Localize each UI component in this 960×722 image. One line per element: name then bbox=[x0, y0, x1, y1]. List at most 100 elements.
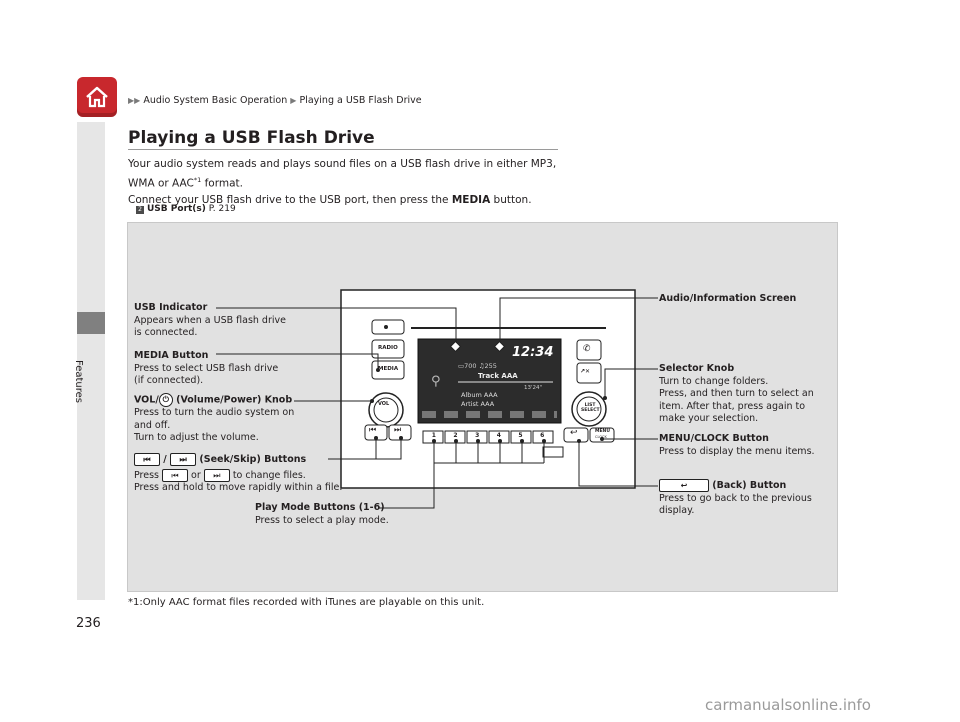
intro-line-1: Your audio system reads and plays sound … bbox=[128, 158, 557, 170]
selector-knob-desc-3: item. After that, press again to bbox=[659, 400, 806, 412]
audio-screen-label: Audio/Information Screen bbox=[659, 293, 796, 306]
preset-buttons-shape bbox=[422, 430, 554, 444]
back-button-desc-2: display. bbox=[659, 505, 695, 516]
media-button-desc-1: Press to select USB flash drive bbox=[134, 362, 279, 374]
menu-clock-desc: Press to display the menu items. bbox=[659, 445, 815, 457]
vol-knob-title-b: (Volume/Power) Knob bbox=[172, 394, 293, 406]
chapter-tab-marker bbox=[77, 312, 105, 334]
media-button-label: MEDIA Button Press to select USB flash d… bbox=[134, 350, 278, 388]
selector-knob-desc-4: make your selection. bbox=[659, 413, 759, 424]
talk-icon[interactable]: ↗✕ bbox=[580, 368, 591, 375]
talk-button-shape bbox=[576, 362, 602, 384]
back-button-title: (Back) Button bbox=[709, 480, 787, 491]
media-button-shape bbox=[371, 360, 405, 380]
back-button-label: ↩ (Back) Button Press to go back to the … bbox=[659, 479, 812, 518]
screen-track: Track AAA bbox=[478, 372, 518, 380]
vol-knob-label: VOL/⏻ (Volume/Power) Knob Press to turn … bbox=[134, 393, 294, 445]
back-icon[interactable]: ↩ bbox=[570, 428, 578, 438]
media-button-desc-2: (if connected). bbox=[134, 375, 204, 386]
back-button-desc-1: Press to go back to the previous bbox=[659, 492, 812, 504]
intro-line-2-text: WMA or AAC bbox=[128, 177, 194, 190]
preset-button-5[interactable]: 5 bbox=[518, 432, 523, 439]
seek-skip-desc-1a: Press bbox=[134, 469, 163, 481]
menu-button[interactable]: MENU bbox=[595, 429, 610, 434]
selector-knob-label: Selector Knob Turn to change folders. Pr… bbox=[659, 363, 814, 426]
media-button-title: MEDIA Button bbox=[134, 350, 209, 361]
usb-indicator-desc-1: Appears when a USB flash drive bbox=[134, 314, 286, 326]
usb-screen-icon: ⚲ bbox=[431, 374, 441, 389]
media-button[interactable]: MEDIA bbox=[378, 366, 399, 372]
breadcrumb-page: Playing a USB Flash Drive bbox=[299, 95, 422, 106]
selector-knob-inner bbox=[576, 396, 602, 422]
home-icon[interactable] bbox=[77, 77, 117, 117]
power-icon: ⏻ bbox=[158, 393, 173, 407]
screen-clock: 12:34 bbox=[512, 345, 554, 360]
preset-button-2[interactable]: 2 bbox=[453, 432, 458, 439]
reference-page: P. 219 bbox=[205, 204, 236, 214]
watermark: carmanualsonline.info bbox=[705, 696, 871, 714]
play-mode-desc: Press to select a play mode. bbox=[255, 514, 389, 526]
screen-soft-keys bbox=[422, 411, 557, 418]
preset-button-6[interactable]: 6 bbox=[540, 432, 545, 439]
play-mode-label: Play Mode Buttons (1-6) Press to select … bbox=[255, 502, 389, 527]
intro-line-2: WMA or AAC*1 format. bbox=[128, 172, 568, 192]
media-keyword: MEDIA bbox=[451, 193, 491, 206]
audio-unit-illustration bbox=[216, 289, 658, 509]
back-button-shape bbox=[563, 427, 589, 443]
seek-skip-desc-2: Press and hold to move rapidly within a … bbox=[134, 482, 343, 493]
seek-forward-inline-icon: ⏭ bbox=[203, 468, 230, 482]
leader-dots bbox=[370, 368, 607, 443]
vol-knob-desc-1: Press to turn the audio system on bbox=[134, 407, 295, 418]
seek-skip-label: ⏮ / ⏭ (Seek/Skip) Buttons Press ⏮ or ⏭ t… bbox=[134, 453, 342, 495]
intro-line-3-end: button. bbox=[490, 193, 532, 206]
preset-button-4[interactable]: 4 bbox=[496, 432, 501, 439]
phone-icon[interactable]: ✆ bbox=[583, 344, 591, 354]
intro-text: Your audio system reads and plays sound … bbox=[128, 156, 568, 208]
seek-back-mini-icon: ⏮ bbox=[134, 453, 160, 466]
vol-knob[interactable]: VOL bbox=[378, 401, 390, 407]
reference-label: USB Port(s) bbox=[147, 204, 206, 214]
clock-label: CLOCK bbox=[595, 435, 607, 439]
usb-indicator-title: USB Indicator bbox=[134, 302, 208, 313]
screen-track-number: 255 bbox=[484, 362, 497, 370]
audio-unit-figure: RADIO MEDIA VOL ⏮ ⏭ LIST SELECT MENU CLO… bbox=[127, 222, 838, 592]
intro-line-3-text: Connect your USB flash drive to the USB … bbox=[128, 193, 452, 206]
page-title: Playing a USB Flash Drive bbox=[128, 128, 375, 148]
seek-fwd-shape bbox=[388, 424, 412, 441]
page-number: 236 bbox=[76, 616, 101, 631]
footnote-marker: *1 bbox=[193, 176, 202, 184]
title-divider bbox=[128, 149, 558, 150]
screen-artist: Artist AAA bbox=[461, 400, 495, 408]
faceplate-top-line bbox=[411, 327, 606, 329]
vol-knob-title-a: VOL/ bbox=[134, 394, 159, 406]
seek-forward-icon[interactable]: ⏭ bbox=[394, 425, 402, 434]
vol-knob-desc-2: and off. bbox=[134, 419, 171, 431]
radio-button-shape bbox=[371, 339, 405, 359]
vol-knob-inner bbox=[373, 397, 399, 423]
selector-knob-desc-1: Turn to change folders. bbox=[659, 375, 769, 387]
preset-button-row: 1 2 3 4 5 6 bbox=[423, 432, 553, 439]
footnote: *1:Only AAC format files recorded with i… bbox=[128, 597, 485, 608]
selector-knob[interactable]: LIST SELECT bbox=[581, 403, 600, 413]
menu-clock-label: MENU/CLOCK Button Press to display the m… bbox=[659, 433, 815, 458]
menu-clock-title: MENU/CLOCK Button bbox=[659, 433, 769, 444]
sound-button-dot bbox=[384, 325, 388, 329]
seek-skip-title: (Seek/Skip) Buttons bbox=[196, 454, 307, 465]
play-mode-title: Play Mode Buttons (1-6) bbox=[255, 502, 385, 513]
leader-lines bbox=[216, 297, 658, 509]
preset-button-3[interactable]: 3 bbox=[475, 432, 480, 439]
radio-button[interactable]: RADIO bbox=[378, 345, 398, 351]
breadcrumb-section-link[interactable]: Audio System Basic Operation bbox=[143, 95, 288, 106]
chapter-label[interactable]: Features bbox=[73, 360, 84, 403]
preset-button-1[interactable]: 1 bbox=[431, 432, 436, 439]
screen-time: 13'24" bbox=[524, 385, 543, 391]
screen-progress-bar bbox=[458, 381, 553, 383]
seek-back-icon[interactable]: ⏮ bbox=[369, 425, 377, 434]
breadcrumb-arrow-icon: ▶▶ bbox=[128, 96, 141, 105]
usb-slot-shape bbox=[542, 446, 564, 458]
screen-folder-track: ▭700 ♫255 bbox=[458, 362, 497, 370]
reference-arrow-icon: 2 bbox=[136, 206, 144, 214]
seek-skip-desc-1b: or bbox=[188, 469, 204, 481]
phone-button-shape bbox=[576, 339, 602, 361]
